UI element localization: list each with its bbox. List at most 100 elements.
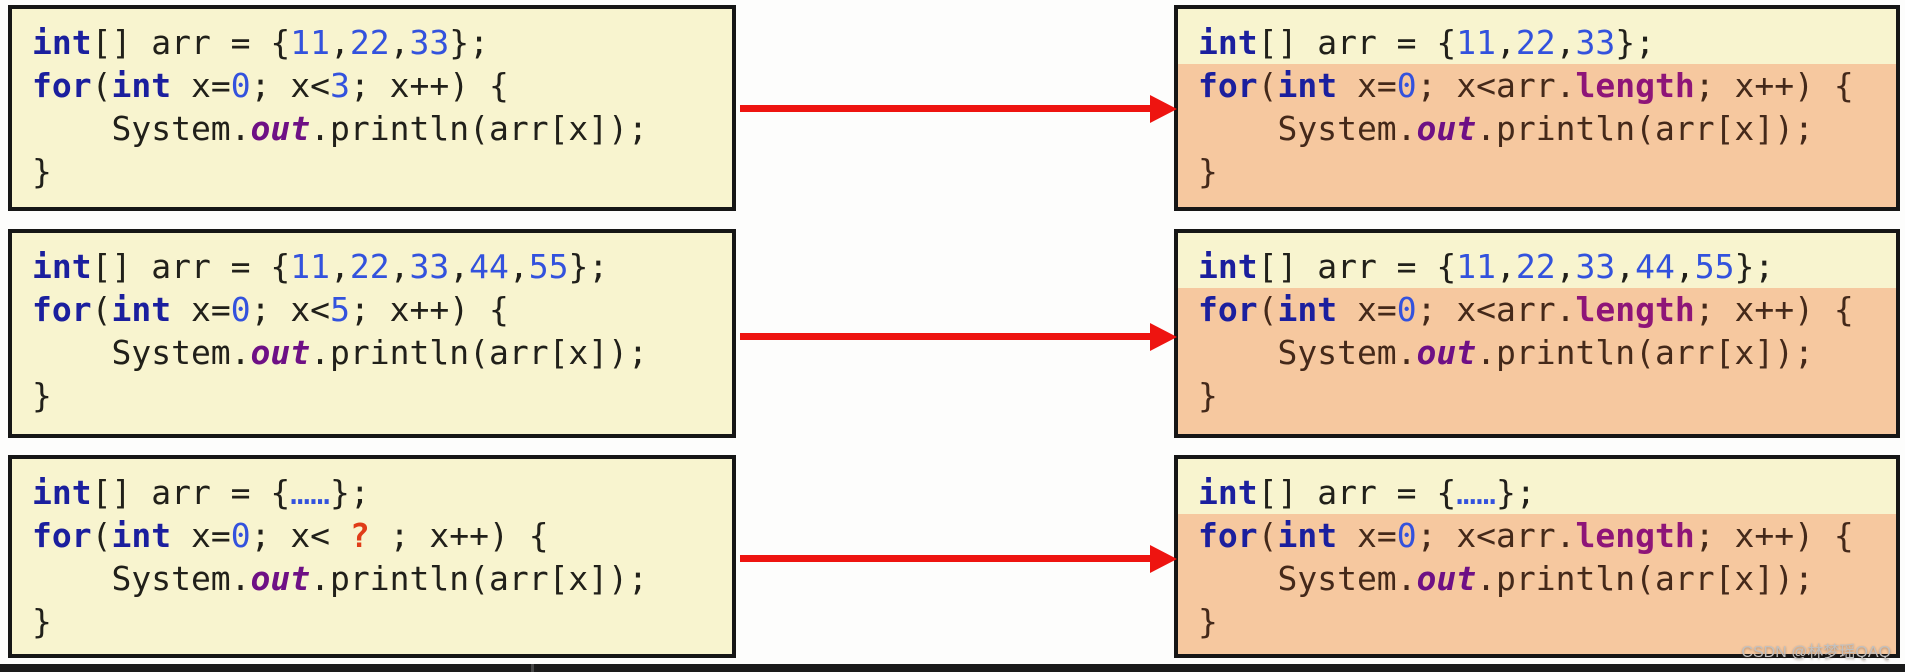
code-line: System.out.println(arr[x]); <box>12 331 732 374</box>
token-plain: ; x++) { <box>1694 290 1854 329</box>
token-kw: int <box>1198 23 1258 62</box>
token-num: 22 <box>1515 23 1556 62</box>
token-plain: .println(arr[x]); <box>310 559 648 598</box>
token-plain: x= <box>171 66 231 105</box>
token-field: out <box>1416 559 1477 598</box>
code-line: } <box>12 600 732 643</box>
token-field: out <box>250 559 311 598</box>
token-kw: int <box>1198 473 1258 512</box>
token-plain: x= <box>1337 290 1397 329</box>
token-plain: , <box>389 23 410 62</box>
token-kw: int <box>1198 247 1258 286</box>
token-plain: , <box>1615 247 1636 286</box>
token-kw: for <box>32 290 92 329</box>
token-kw: for <box>1198 516 1258 555</box>
token-plain: } <box>32 602 52 641</box>
token-q: ? <box>349 516 370 555</box>
token-plain: x= <box>171 290 231 329</box>
token-num: 0 <box>1396 66 1417 105</box>
token-field: out <box>1416 333 1477 372</box>
token-plain: , <box>449 247 470 286</box>
right-arrow-line <box>740 333 1152 340</box>
token-num: 0 <box>1396 516 1417 555</box>
token-plain: .println(arr[x]); <box>1476 333 1814 372</box>
token-kw: int <box>111 66 172 105</box>
token-plain: , <box>508 247 529 286</box>
token-num: 55 <box>1694 247 1735 286</box>
token-kw: int <box>32 247 92 286</box>
token-member: length <box>1575 290 1695 329</box>
token-plain: ( <box>1257 516 1278 555</box>
code-line: for(int x=0; x<5; x++) { <box>12 288 732 331</box>
token-plain: ( <box>91 516 112 555</box>
token-plain: .println(arr[x]); <box>310 109 648 148</box>
token-plain: ( <box>91 66 112 105</box>
right-arrow-head-icon <box>1150 95 1177 123</box>
token-plain: } <box>32 152 52 191</box>
token-plain: ; x<arr. <box>1416 516 1576 555</box>
token-kw: int <box>1277 516 1338 555</box>
token-plain: , <box>389 247 410 286</box>
token-plain: x= <box>1337 66 1397 105</box>
token-num: 5 <box>330 290 350 329</box>
code-line: int[] arr = {11,22,33,44,55}; <box>1178 245 1896 288</box>
bottom-bar <box>0 664 1905 672</box>
code-line: for(int x=0; x<arr.length; x++) { <box>1178 514 1896 557</box>
token-plain: ; x<arr. <box>1416 66 1576 105</box>
token-plain: }; <box>1734 247 1775 286</box>
token-plain: }; <box>1496 473 1536 512</box>
token-plain: ; x< <box>250 66 331 105</box>
code-line: int[] arr = {11,22,33,44,55}; <box>12 245 732 288</box>
token-num: 0 <box>230 66 251 105</box>
code-line: for(int x=0; x<arr.length; x++) { <box>1178 288 1896 331</box>
token-kw: for <box>1198 66 1258 105</box>
token-plain: , <box>1496 23 1516 62</box>
token-num: 33 <box>409 247 450 286</box>
token-num: 0 <box>230 290 251 329</box>
code-box-left-2: int[] arr = {11,22,33,44,55};for(int x=0… <box>8 229 736 438</box>
token-kw: for <box>32 516 92 555</box>
token-plain: [] arr = { <box>91 473 291 512</box>
token-field: out <box>250 109 311 148</box>
token-plain: System. <box>32 109 251 148</box>
bottom-bar-seam <box>531 664 534 672</box>
token-plain: System. <box>32 333 251 372</box>
token-plain: [] arr = { <box>1257 473 1457 512</box>
highlight-fill <box>1178 193 1896 207</box>
token-num: 33 <box>1575 247 1616 286</box>
code-box-left-1: int[] arr = {11,22,33};for(int x=0; x<3;… <box>8 5 736 211</box>
token-num: 22 <box>349 23 390 62</box>
code-box-left-3: int[] arr = {……};for(int x=0; x< ? ; x++… <box>8 455 736 658</box>
token-num: 22 <box>349 247 390 286</box>
code-line: int[] arr = {11,22,33}; <box>12 21 732 64</box>
token-plain: } <box>32 376 52 415</box>
code-line: } <box>12 374 732 417</box>
code-box-right-1: int[] arr = {11,22,33};for(int x=0; x<ar… <box>1174 5 1900 211</box>
token-plain: ( <box>91 290 112 329</box>
token-plain: , <box>1674 247 1695 286</box>
token-plain: [] arr = { <box>1257 247 1457 286</box>
token-member: length <box>1575 516 1695 555</box>
token-plain: .println(arr[x]); <box>1476 109 1814 148</box>
token-plain: [] arr = { <box>91 247 291 286</box>
token-field: out <box>250 333 311 372</box>
token-plain: System. <box>32 559 251 598</box>
token-plain: [] arr = { <box>91 23 291 62</box>
token-plain: [] arr = { <box>1257 23 1457 62</box>
token-num: 22 <box>1515 247 1556 286</box>
code-line: for(int x=0; x< ? ; x++) { <box>12 514 732 557</box>
token-plain: ( <box>1257 290 1278 329</box>
token-num: 3 <box>330 66 350 105</box>
token-plain: ; x++) { <box>349 290 509 329</box>
token-field: out <box>1416 109 1477 148</box>
token-num: 11 <box>1456 247 1497 286</box>
token-plain: , <box>330 247 350 286</box>
token-plain: ; x< <box>250 516 350 555</box>
right-arrow-head-icon <box>1150 545 1177 573</box>
token-plain: System. <box>1198 559 1417 598</box>
code-line: int[] arr = {11,22,33}; <box>1178 21 1896 64</box>
token-plain: , <box>1555 23 1576 62</box>
token-plain: }; <box>449 23 490 62</box>
token-num: …… <box>290 473 331 512</box>
right-arrow-line <box>740 105 1152 112</box>
